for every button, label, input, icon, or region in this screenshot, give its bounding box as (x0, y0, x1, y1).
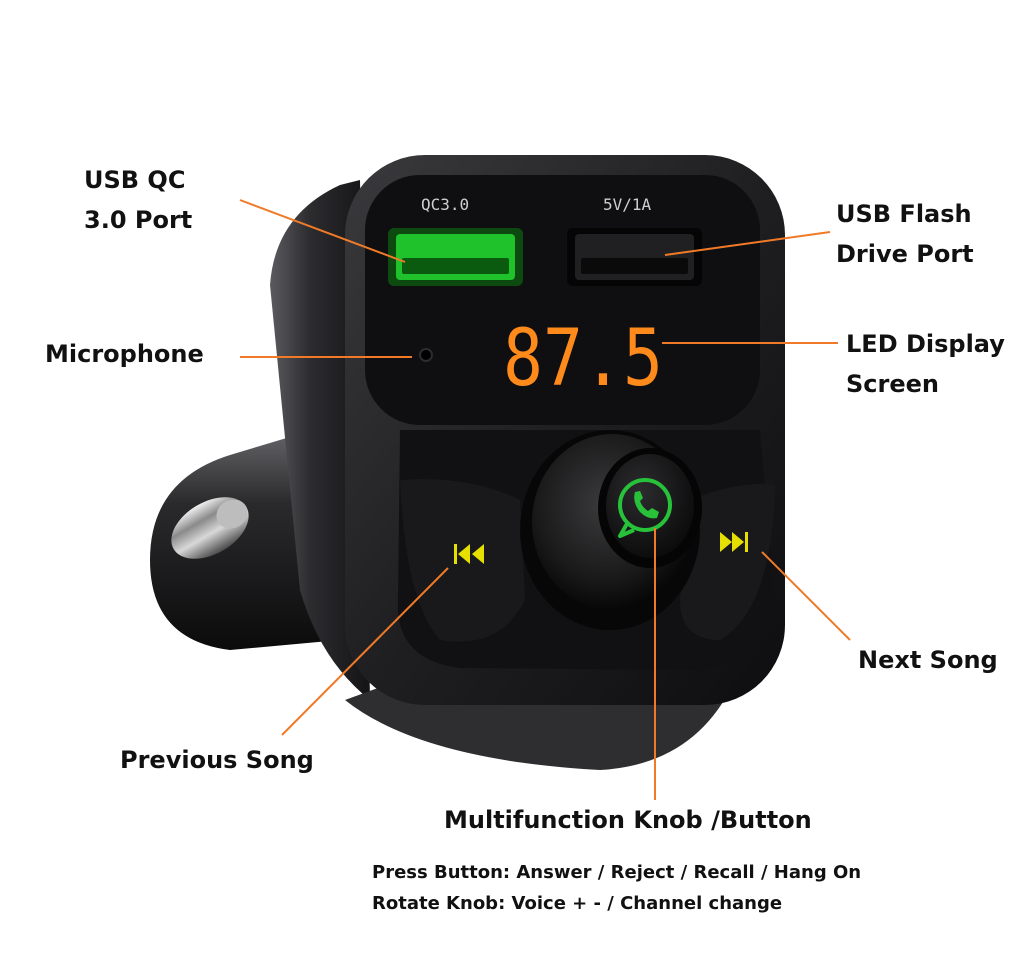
callout-microphone: Microphone (45, 340, 204, 368)
callout-previous-song: Previous Song (120, 746, 314, 774)
usb-flash-port (567, 228, 702, 286)
instruction-press: Press Button: Answer / Reject / Recall /… (372, 862, 862, 883)
callout-usb-flash-line1: USB Flash (836, 200, 972, 228)
callout-multifunction-knob: Multifunction Knob /Button (444, 806, 812, 834)
callout-usb-flash-line2: Drive Port (836, 240, 974, 268)
callout-led-display: LED Display Screen (846, 324, 1005, 404)
instruction-rotate: Rotate Knob: Voice + - / Channel change (372, 893, 783, 914)
leader-usb-qc (239, 199, 406, 263)
callout-usb-qc-line1: USB QC (84, 166, 186, 194)
callout-led-line1: LED Display (846, 330, 1005, 358)
qc-port-marking: QC3.0 (421, 195, 469, 214)
phone-chat-icon (618, 478, 672, 538)
callout-usb-flash-port: USB Flash Drive Port (836, 194, 974, 274)
leader-next-song (761, 551, 851, 641)
microphone-hole (419, 348, 433, 362)
previous-song-button[interactable] (400, 479, 525, 642)
callout-led-line2: Screen (846, 370, 939, 398)
rewind-icon (454, 544, 484, 564)
led-display-value: 87.5 (503, 314, 663, 404)
usb-qc-port (388, 228, 523, 286)
leader-previous-song (281, 567, 449, 736)
flash-port-marking: 5V/1A (603, 195, 652, 214)
callout-usb-qc-port: USB QC 3.0 Port (84, 160, 192, 240)
led-display-screen (480, 305, 660, 395)
device-body (270, 155, 785, 770)
callout-next-song: Next Song (858, 646, 998, 674)
leader-lines (239, 199, 851, 800)
leader-usb-flash (664, 231, 831, 256)
fast-forward-icon (720, 532, 748, 552)
callout-usb-qc-line2: 3.0 Port (84, 206, 193, 234)
next-song-button[interactable] (680, 484, 775, 640)
